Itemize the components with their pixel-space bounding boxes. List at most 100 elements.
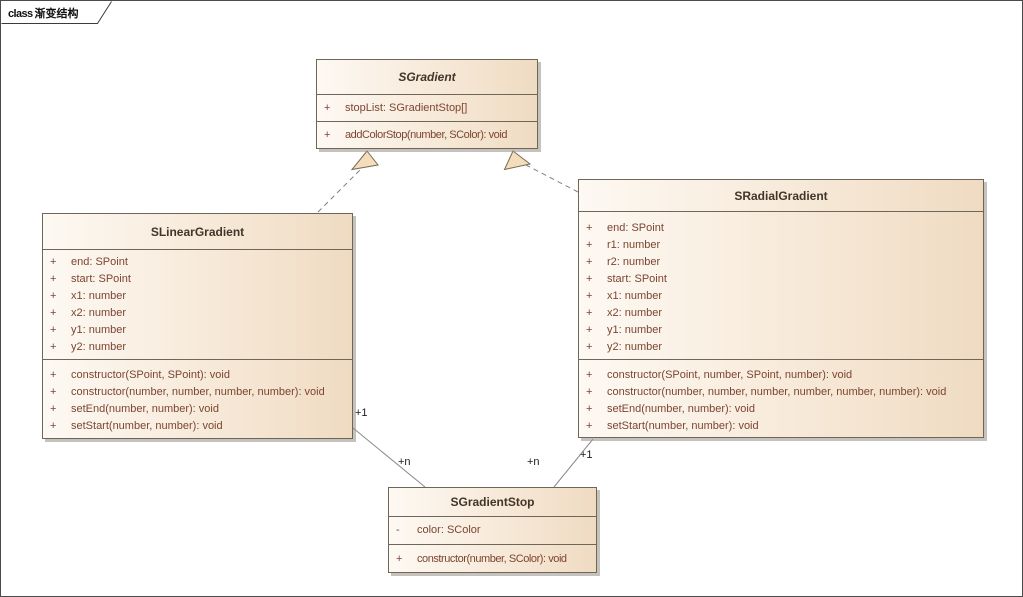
attributes-compartment: + end: SPoint + r1: number + r2: number +start…: [579, 212, 983, 360]
member-row: + setStart(number, number): void: [43, 418, 352, 435]
member-text: x2: number: [71, 307, 127, 319]
member-row: + end: SPoint: [579, 220, 983, 237]
member-text: y2: number: [607, 341, 663, 353]
member-row: + constructor(number, number, number, num…: [43, 384, 352, 401]
member-text: start: SPoint: [71, 273, 131, 285]
visibility-marker: +: [586, 256, 593, 268]
generalization-linear-line[interactable]: [317, 167, 363, 213]
member-row: +constructor(SPoint, number, SPoint, num…: [579, 367, 983, 384]
visibility-marker: +: [50, 290, 57, 302]
member-text: end: SPoint: [607, 222, 664, 234]
member-row: + y1: number: [43, 322, 352, 339]
class-title: SGradientStop: [389, 488, 596, 517]
diagram-name: 渐变结构: [34, 8, 79, 20]
member-row: + x2: number: [43, 305, 352, 322]
visibility-marker: +: [586, 341, 593, 353]
member-text: color: SColor: [417, 524, 481, 536]
member-text: addColorStop(number, SColor): void: [345, 129, 508, 141]
member-text: y1: number: [607, 324, 663, 336]
member-text: constructor(number, SColor): void: [417, 553, 567, 565]
generalization-radial-arrowhead[interactable]: [503, 150, 532, 171]
member-text: y1: number: [71, 324, 127, 336]
generalization-linear-arrowhead[interactable]: [350, 150, 379, 171]
member-row: +x1: number: [43, 288, 352, 305]
frame-tab-border: [1, 1, 112, 24]
class-title: SLinearGradient: [43, 214, 352, 250]
member-text: y2: number: [71, 341, 127, 353]
member-text: setStart(number, number): void: [607, 420, 759, 432]
visibility-marker: +: [50, 256, 57, 268]
member-row: + y2: number: [579, 339, 983, 356]
visibility-marker: +: [586, 307, 593, 319]
member-text: x1: number: [607, 290, 663, 302]
member-row: + start: SPoint: [43, 271, 352, 288]
member-text: x2: number: [607, 307, 663, 319]
attributes-compartment: + stopList: SGradientStop[]: [317, 95, 537, 122]
member-row: + setEnd(number, number): void: [43, 401, 352, 418]
class-title: SRadialGradient: [579, 180, 983, 212]
multiplicity-label: +1: [355, 407, 368, 419]
operations-compartment: + addColorStop(number, SColor): void: [317, 122, 537, 148]
member-text: stopList: SGradientStop[]: [345, 102, 468, 114]
member-text: setStart(number, number): void: [71, 420, 223, 432]
generalization-radial-line[interactable]: [525, 164, 579, 193]
attributes-compartment: +end: SPoint+start: SPoint+x1: number+x2…: [43, 250, 352, 360]
visibility-marker: +: [586, 386, 593, 398]
visibility-marker: +: [586, 290, 593, 302]
visibility-marker: -: [396, 524, 400, 536]
member-row: + r1: number: [579, 237, 983, 254]
member-row: +setEnd(number, number): void: [579, 401, 983, 418]
visibility-marker: +: [324, 129, 331, 141]
member-row: +setStart(number, number): void: [579, 418, 983, 435]
visibility-marker: +: [586, 239, 593, 251]
visibility-marker: +: [50, 420, 57, 432]
association-radial-stop-line[interactable]: [553, 438, 594, 488]
member-text: constructor(number, number, number, numb…: [607, 386, 947, 398]
association-linear-stop-line[interactable]: [352, 427, 426, 488]
member-text: r2: number: [607, 256, 661, 268]
visibility-marker: +: [50, 341, 57, 353]
member-text: setEnd(number, number): void: [607, 403, 755, 415]
class-slineargradient[interactable]: SLinearGradient +end: SPoint+start: SPoi…: [42, 213, 353, 439]
operations-compartment: + constructor(SPoint, number, SPoint, num…: [579, 360, 983, 437]
member-row: - color: SColor: [389, 522, 596, 539]
member-row: + constructor(number, number, number, num…: [579, 384, 983, 401]
visibility-marker: +: [396, 553, 403, 565]
member-text: setEnd(number, number): void: [71, 403, 219, 415]
visibility-marker: +: [50, 386, 57, 398]
multiplicity-label: +n: [527, 456, 540, 468]
member-row: + constructor(SPoint, SPoint): void: [43, 367, 352, 384]
member-row: + y1: number: [579, 322, 983, 339]
member-row: + y2: number: [43, 339, 352, 356]
operations-compartment: + constructor(SPoint, SPoint): void + const…: [43, 360, 352, 438]
member-row: + stopList: SGradientStop[]: [317, 100, 537, 117]
member-text: constructor(SPoint, SPoint): void: [71, 369, 230, 381]
class-sgradientstop[interactable]: SGradientStop - color: SColor + constructo…: [388, 487, 597, 573]
visibility-marker: +: [50, 369, 57, 381]
class-sgradient[interactable]: SGradient + stopList: SGradientStop[] + ad…: [316, 59, 538, 149]
member-text: r1: number: [607, 239, 661, 251]
visibility-marker: +: [50, 324, 57, 336]
visibility-marker: +: [50, 273, 57, 285]
member-row: + constructor(number, SColor): void: [389, 551, 596, 568]
class-title: SGradient: [317, 60, 537, 95]
operations-compartment: + constructor(number, SColor): void: [389, 545, 596, 572]
visibility-marker: +: [586, 324, 593, 336]
member-row: +end: SPoint: [43, 254, 352, 271]
member-text: constructor(SPoint, number, SPoint, numb…: [607, 369, 853, 381]
class-sradialgradient[interactable]: SRadialGradient +end: SPoint+r1: number+…: [578, 179, 984, 438]
visibility-marker: +: [324, 102, 331, 114]
visibility-marker: +: [50, 403, 57, 415]
multiplicity-label: +n: [398, 456, 411, 468]
multiplicity-label: +1: [580, 449, 593, 461]
visibility-marker: +: [50, 307, 57, 319]
diagram-keyword: class: [8, 8, 33, 20]
member-row: + x1: number: [579, 288, 983, 305]
member-text: constructor(number, number, number, numb…: [71, 386, 325, 398]
visibility-marker: +: [586, 222, 593, 234]
member-row: +start: SPoint: [579, 271, 983, 288]
